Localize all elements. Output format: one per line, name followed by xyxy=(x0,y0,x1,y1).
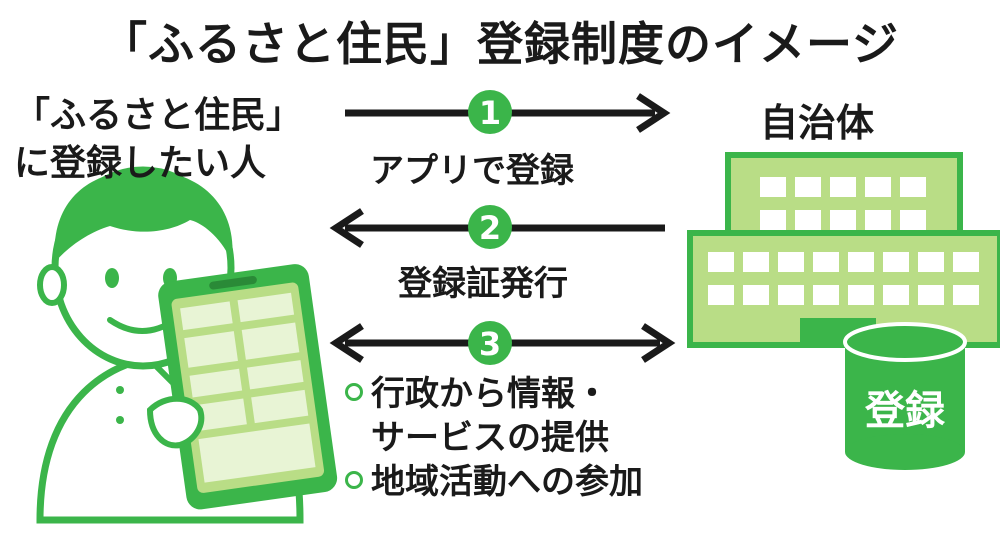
step-1-badge xyxy=(468,90,512,134)
municipality-label: 自治体 xyxy=(760,101,875,145)
benefit-item: 地域活動への参加 xyxy=(345,460,643,504)
benefit-2-line1: 地域活動への参加 xyxy=(371,462,643,502)
person-label-line1: 「ふるさと住民」 xyxy=(14,95,303,136)
step-1-label: アプリで登録 xyxy=(370,151,574,191)
step-1-number: 1 xyxy=(479,94,501,132)
benefit-item: 行政から情報・ xyxy=(345,372,643,416)
database-icon xyxy=(843,322,967,470)
bullet-icon xyxy=(345,382,363,401)
step-3-badge xyxy=(468,321,512,365)
benefit-item-continued: サービスの提供 xyxy=(345,416,643,460)
municipality-building-icon xyxy=(687,152,1000,348)
step-3-number: 3 xyxy=(479,325,501,363)
hand xyxy=(146,395,205,449)
person-eye-left xyxy=(105,268,119,288)
arrow-register: 1 xyxy=(345,90,671,134)
arrow-bidirectional: 3 xyxy=(329,321,676,365)
page-title: 「ふるさと住民」登録制度のイメージ xyxy=(100,17,900,71)
bullet-icon xyxy=(345,470,363,489)
arrow-issue-certificate: 2 xyxy=(329,205,665,249)
benefit-1-line1: 行政から情報・ xyxy=(371,374,609,414)
step-2-number: 2 xyxy=(479,209,501,247)
step-2-label: 登録証発行 xyxy=(398,264,568,304)
smartphone-icon xyxy=(158,264,338,510)
person-ear xyxy=(37,264,67,306)
person-hair xyxy=(54,170,233,262)
benefits-list: 行政から情報・ サービスの提供 地域活動への参加 xyxy=(345,372,643,504)
step-2-badge xyxy=(468,205,512,249)
benefit-1-line2: サービスの提供 xyxy=(371,418,609,458)
person-label: 「ふるさと住民」 に登録したい人 xyxy=(14,92,302,188)
database-label: 登録 xyxy=(865,388,945,434)
person-label-line2: に登録したい人 xyxy=(14,143,267,184)
